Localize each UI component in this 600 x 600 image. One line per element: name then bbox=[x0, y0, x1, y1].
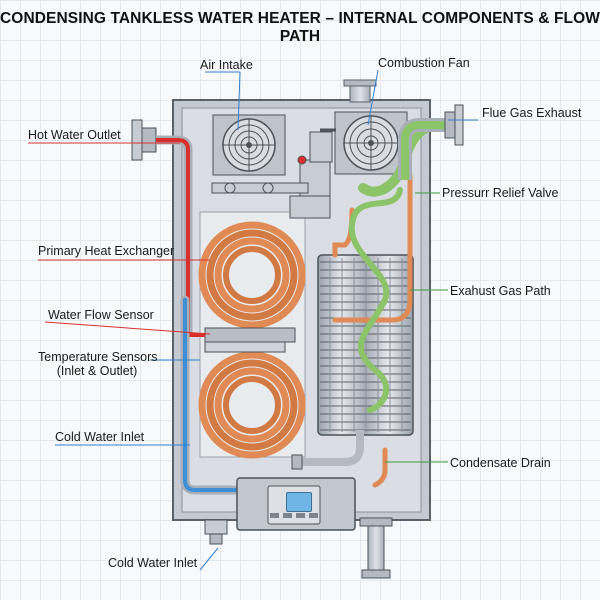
label-cold-water-inlet-bottom: Cold Water Inlet bbox=[108, 556, 198, 570]
label-combustion-fan: Combustion Fan bbox=[378, 56, 470, 70]
gas-valve-assembly bbox=[211, 128, 336, 219]
label-pressure-relief-valve: Pressurr Relief Valve bbox=[442, 186, 559, 200]
hot-water-outlet bbox=[131, 119, 205, 337]
drain-outlet-fitting bbox=[359, 517, 393, 579]
temperature-sensor-plate bbox=[204, 327, 296, 353]
label-hot-water-outlet: Hot Water Outlet bbox=[28, 128, 121, 142]
cold-water-inlet-fitting bbox=[204, 519, 228, 545]
primary-heat-exchanger-coil-top bbox=[198, 221, 306, 329]
flue-exhaust-outlet bbox=[398, 104, 464, 180]
cold-water-path bbox=[180, 295, 240, 495]
label-condensate-drain: Condensate Drain bbox=[450, 456, 551, 470]
fan-icon bbox=[212, 114, 286, 176]
diagram-title: CONDENSING TANKLESS WATER HEATER – INTER… bbox=[0, 10, 600, 45]
label-temperature-sensors: Temperature Sensors (Inlet & Outlet) bbox=[38, 350, 158, 378]
label-air-intake: Air Intake bbox=[200, 58, 253, 72]
label-flue-gas-exhaust: Flue Gas Exhaust bbox=[482, 106, 582, 120]
combustion-fan-icon bbox=[334, 111, 408, 175]
control-display bbox=[286, 492, 312, 512]
condensate-drain-pipe bbox=[291, 430, 364, 470]
primary-heat-exchanger-coil-bottom bbox=[198, 351, 306, 459]
label-exhaust-gas-path: Exahust Gas Path bbox=[450, 284, 551, 298]
label-temperature-sensors-sub: (Inlet & Outlet) bbox=[56, 364, 138, 378]
label-water-flow-sensor: Water Flow Sensor bbox=[48, 308, 154, 322]
secondary-heat-exchanger bbox=[317, 254, 414, 436]
leader-lines bbox=[28, 69, 478, 571]
top-vent-pipe bbox=[343, 79, 377, 103]
label-temperature-sensors-title: Temperature Sensors bbox=[38, 350, 158, 364]
label-cold-water-inlet-side: Cold Water Inlet bbox=[55, 430, 145, 444]
label-primary-heat-exchanger: Primary Heat Exchanger bbox=[38, 244, 175, 258]
